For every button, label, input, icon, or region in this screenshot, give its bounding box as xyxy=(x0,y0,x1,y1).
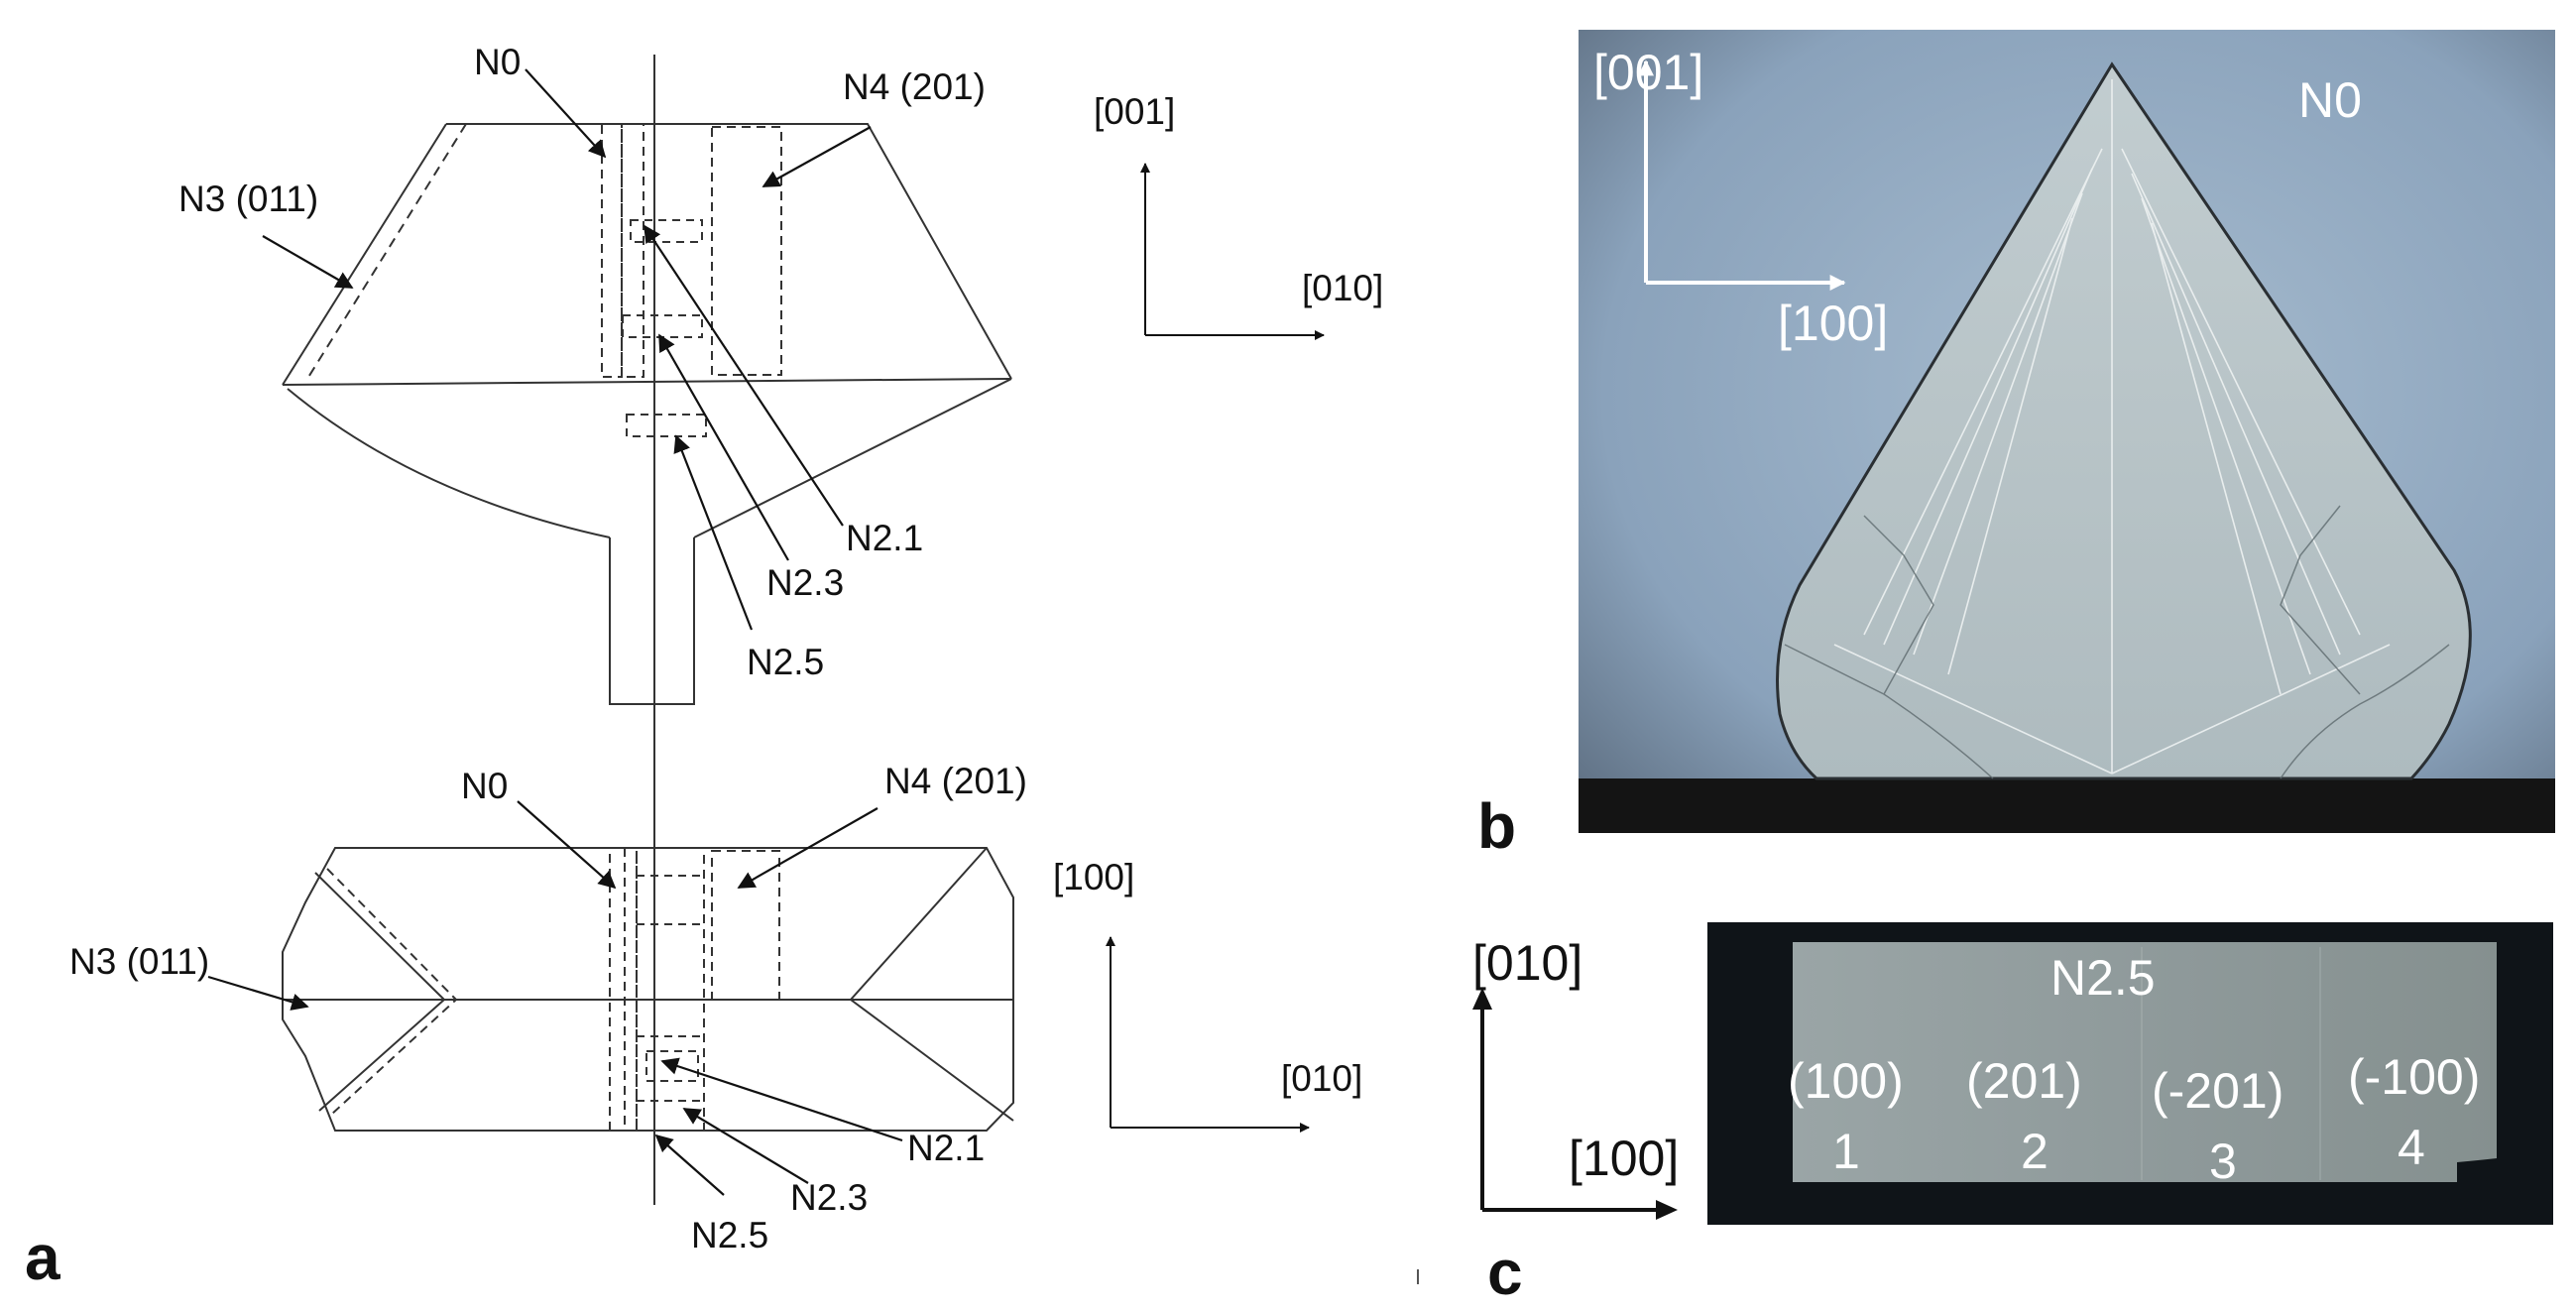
bottom-label-n3: N3 (011) xyxy=(69,941,209,982)
panel-b-axis-label-100: [100] xyxy=(1778,296,1888,351)
bottom-n4-dashed-rect xyxy=(711,850,780,1001)
n23-dashed-rect xyxy=(622,314,703,338)
panel-b-sample-label: N0 xyxy=(2298,72,2362,128)
bottom-n21-arrow xyxy=(660,1057,903,1142)
panel-c-axis-label-100: [100] xyxy=(1569,1131,1679,1186)
panel-c: N2.5 (100) (201) (-201) (-100) 1 2 3 4 [… xyxy=(1472,922,2553,1308)
top-label-n25: N2.5 xyxy=(747,642,824,682)
top-labels: N0 N4 (201) N3 (011) N2.1 N2.3 N2.5 xyxy=(178,42,986,682)
panel-c-faces: (100) (201) (-201) (-100) 1 2 3 4 xyxy=(1788,1049,2480,1189)
crystal-kite xyxy=(1776,61,2472,780)
bottom-octagon-outline xyxy=(282,847,1014,1132)
panel-c-axis-vertical-head xyxy=(1472,988,1492,1010)
bottom-schematic xyxy=(282,847,1014,1132)
n3-arrow xyxy=(262,235,354,289)
face-plane-4: (-100) xyxy=(2348,1049,2480,1105)
panel-c-sample-label: N2.5 xyxy=(2050,950,2156,1006)
bottom-label-n4: N4 (201) xyxy=(884,761,1027,801)
bottom-n0-arrow xyxy=(517,800,617,890)
bottom-label-n0: N0 xyxy=(461,766,508,806)
bottom-axes: [100] [010] xyxy=(1053,857,1362,1133)
top-label-n21: N2.1 xyxy=(846,518,923,558)
face-plane-3: (-201) xyxy=(2152,1063,2283,1119)
top-stem xyxy=(609,538,695,705)
panel-b-axis-label-001: [001] xyxy=(1593,45,1703,100)
top-horizontal-line xyxy=(282,378,1012,386)
panel-b-shadow-band xyxy=(1579,778,2555,833)
n21-arrow xyxy=(644,224,844,527)
n3-face-dashed xyxy=(306,123,467,380)
top-left-edge xyxy=(282,123,447,386)
panel-c-axis-horizontal-head xyxy=(1656,1200,1678,1220)
n23-arrow xyxy=(658,333,789,561)
top-axes: [001] [010] xyxy=(1094,91,1383,340)
crystal-striations xyxy=(1833,79,2391,775)
face-index-1: 1 xyxy=(1832,1124,1860,1179)
top-right-lower-edge xyxy=(693,378,1012,538)
bottom-n25-arrow xyxy=(654,1134,725,1196)
top-leader-arrows xyxy=(262,68,872,631)
bottom-n23-arrow xyxy=(682,1108,809,1184)
panel-c-letter: c xyxy=(1487,1237,1523,1308)
n21-dashed-rect xyxy=(630,219,703,243)
bottom-label-n23: N2.3 xyxy=(790,1177,868,1218)
panel-a-letter: a xyxy=(25,1222,60,1293)
face-index-4: 4 xyxy=(2398,1120,2425,1175)
bottom-n0-bar-1 xyxy=(609,847,626,1132)
top-trapezoid-outline xyxy=(446,123,1012,380)
n3-chevron-dashed xyxy=(326,868,458,1116)
top-label-n23: N2.3 xyxy=(766,562,844,603)
bottom-n0-bar-3 xyxy=(636,847,705,1132)
bottom-label-n25: N2.5 xyxy=(691,1215,768,1255)
face-plane-1: (100) xyxy=(1788,1053,1904,1109)
n0-dashed-bar-left xyxy=(601,123,623,378)
bottom-n0-bar-2 xyxy=(624,847,638,1132)
n0-arrow xyxy=(525,68,607,159)
bottom-label-n21: N2.1 xyxy=(907,1128,985,1168)
bottom-axis-label-100: [100] xyxy=(1053,857,1134,897)
face-index-3: 3 xyxy=(2209,1134,2237,1189)
crystal-features xyxy=(1784,505,2450,779)
top-schematic xyxy=(282,123,1012,705)
top-label-n3: N3 (011) xyxy=(178,179,318,219)
n25-arrow xyxy=(673,434,754,631)
panel-c-axis-label-010: [010] xyxy=(1472,935,1582,991)
bottom-leader-arrows xyxy=(207,800,903,1196)
n25-dashed-rect xyxy=(626,414,707,437)
right-chevron xyxy=(849,847,1014,1122)
top-axis-label-010: [010] xyxy=(1302,268,1383,308)
bottom-axis-label-010: [010] xyxy=(1281,1058,1362,1099)
n4-dashed-rect xyxy=(711,126,782,376)
n4-arrow xyxy=(761,126,872,187)
panel-a: N0 N4 (201) N3 (011) N2.1 N2.3 N2.5 [001… xyxy=(25,42,1419,1293)
panel-b-letter: b xyxy=(1477,790,1516,862)
n0-dashed-bar-right xyxy=(621,123,644,378)
top-label-n0: N0 xyxy=(474,42,521,82)
face-index-2: 2 xyxy=(2021,1124,2049,1179)
bottom-labels: N0 N4 (201) N3 (011) N2.1 N2.3 N2.5 xyxy=(69,761,1027,1255)
bottom-n4-arrow xyxy=(737,807,878,889)
face-plane-2: (201) xyxy=(1966,1053,2082,1109)
bottom-n3-arrow xyxy=(207,975,309,1011)
top-axis-label-001: [001] xyxy=(1094,91,1175,132)
n3-chevron-solid xyxy=(314,872,446,1112)
panel-b: [001] [100] N0 b xyxy=(1477,30,2555,862)
top-label-n4: N4 (201) xyxy=(843,66,986,107)
top-left-curve xyxy=(287,388,611,538)
